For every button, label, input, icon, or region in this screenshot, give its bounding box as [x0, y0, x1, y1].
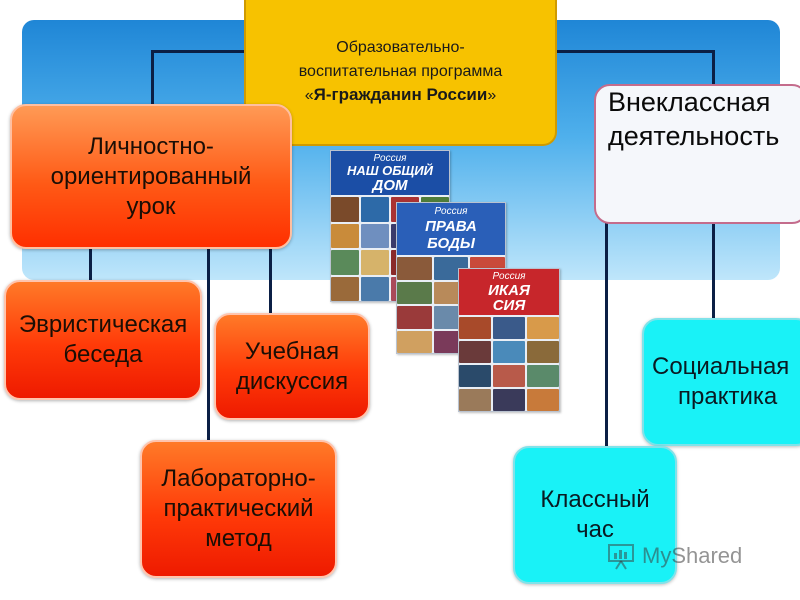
- node-educational-discussion: Учебная дискуссия: [214, 313, 370, 420]
- node-lab-line2: практический: [163, 495, 314, 522]
- node-extracurricular-line1: Внеклассная: [608, 87, 771, 117]
- node-class-hour: Классный час: [513, 446, 677, 584]
- node-personal-oriented-lesson: Личностно- ориентированный урок: [10, 104, 292, 249]
- node-social-line1: Социальная: [652, 353, 790, 380]
- quote-close: »: [487, 86, 497, 104]
- node-social-practice: Социальная практика: [642, 318, 800, 446]
- node-classhour-line2: час: [576, 516, 614, 543]
- connector-right-drop: [712, 50, 715, 86]
- book-2-title-main: ПРАВА: [425, 218, 477, 235]
- book-3-title-main: ИКАЯ: [488, 282, 530, 299]
- book-3-title-small: Россия: [492, 271, 526, 282]
- node-lesson-line1: Личностно-: [88, 132, 214, 160]
- connector-left-drop: [151, 50, 154, 106]
- book-2-title-small: Россия: [434, 206, 468, 217]
- node-heuristic-conversation: Эвристическая беседа: [4, 280, 202, 400]
- books-collage: Россия НАШ ОБЩИЙ ДОМ Россия ПРАВА БОДЫ Р…: [330, 150, 560, 412]
- node-extracurricular-line2: деятельность: [608, 120, 780, 151]
- watermark: MyShared: [606, 536, 742, 576]
- node-social-line2: практика: [678, 383, 778, 410]
- node-classhour-line1: Классный: [540, 486, 650, 513]
- program-title-name-row: «Я-гражданин России»: [305, 83, 497, 108]
- presentation-icon: [606, 541, 636, 571]
- node-lesson-line2: ориентированный: [50, 162, 252, 190]
- node-lab-line3: метод: [205, 525, 272, 552]
- connector-classhour: [605, 222, 608, 450]
- quote-open: «: [304, 86, 314, 104]
- book-1-title-small: Россия: [373, 153, 407, 164]
- node-lab-practical-method: Лабораторно- практический метод: [140, 440, 337, 578]
- node-heuristic-line1: Эвристическая: [18, 311, 188, 338]
- connector-discussion: [269, 246, 272, 316]
- watermark-text: MyShared: [642, 543, 743, 568]
- program-title-box: Образовательно- воспитательная программа…: [244, 0, 557, 146]
- book-cover-3: Россия ИКАЯ СИЯ: [458, 268, 560, 412]
- node-heuristic-line2: беседа: [63, 341, 143, 368]
- node-extracurricular-activity: Внеклассная деятельность: [594, 84, 800, 224]
- program-title-line2: воспитательная программа: [298, 62, 503, 80]
- connector-lab: [207, 246, 210, 442]
- connector-heuristic: [89, 246, 92, 282]
- book-1-title-sub: ДОМ: [372, 177, 408, 194]
- connector-social: [712, 222, 715, 320]
- node-discussion-line2: дискуссия: [235, 367, 349, 395]
- node-discussion-line1: Учебная: [244, 337, 340, 365]
- book-3-title-sub: СИЯ: [492, 297, 526, 314]
- node-lesson-line3: урок: [126, 192, 176, 220]
- program-title-line1: Образовательно-: [336, 39, 465, 57]
- book-1-title-main: НАШ ОБЩИЙ: [347, 163, 433, 178]
- program-name: Я-гражданин России: [313, 84, 488, 104]
- node-lab-line1: Лабораторно-: [161, 465, 316, 492]
- book-2-title-sub: БОДЫ: [427, 235, 475, 252]
